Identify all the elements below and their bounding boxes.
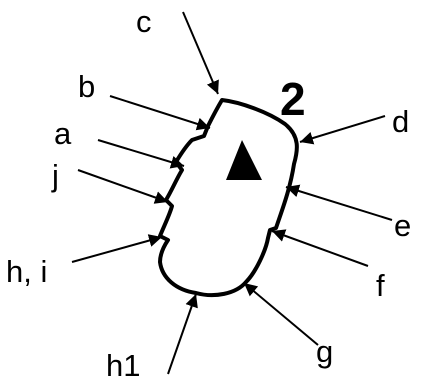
label-c: c bbox=[136, 4, 152, 39]
arrow-e bbox=[286, 187, 392, 220]
arrow-b bbox=[110, 96, 210, 128]
label-f: f bbox=[376, 268, 385, 303]
label-d: d bbox=[392, 104, 409, 139]
arrow-a bbox=[98, 140, 184, 166]
arrow-c bbox=[183, 12, 218, 94]
arrow-j bbox=[78, 170, 168, 202]
arrow-g bbox=[244, 283, 318, 345]
arrow-f bbox=[272, 231, 368, 266]
specimen-outline bbox=[160, 100, 297, 295]
label-g: g bbox=[316, 334, 333, 369]
filled-triangle-icon bbox=[226, 140, 262, 180]
arrow-d bbox=[300, 116, 385, 142]
label-h1: h1 bbox=[106, 348, 140, 383]
label-j: j bbox=[51, 158, 59, 193]
specimen-number: 2 bbox=[280, 73, 306, 125]
arrow-h1 bbox=[168, 294, 196, 374]
label-b: b bbox=[78, 69, 95, 104]
label-e: e bbox=[394, 208, 411, 243]
label-h-i: h, i bbox=[6, 254, 47, 289]
arrow-h-i bbox=[72, 237, 162, 262]
label-a: a bbox=[54, 116, 72, 151]
